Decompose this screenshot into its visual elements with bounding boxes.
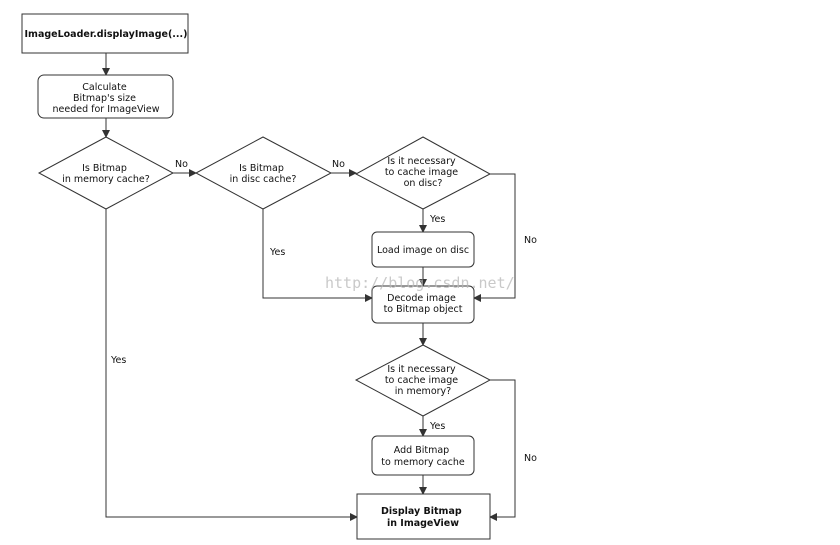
decode-label: Decode image to Bitmap object (384, 293, 463, 315)
cache-disc-no-label: No (524, 235, 537, 246)
cache-disc-yes-label: Yes (429, 214, 445, 225)
edge-cache-memory-no-to-display (489, 379, 516, 521)
in-disc-label: Is Bitmap in disc cache? (230, 163, 297, 185)
in-memory-decision (37, 136, 175, 210)
in-disc-decision (194, 136, 333, 210)
cache-memory-label: Is it necessary to cache image in memory… (385, 364, 461, 397)
edge-memory-yes-to-display (105, 209, 358, 521)
disc-yes-label: Yes (269, 247, 285, 258)
cache-disc-decision (354, 136, 492, 210)
calc-size-label: Calculate Bitmap's size needed for Image… (52, 82, 159, 115)
load-disc-label: Load image on disc (377, 245, 469, 256)
edge-cache-disc-no-to-decode (473, 173, 516, 302)
cache-memory-yes-label: Yes (429, 421, 445, 432)
edge-disc-yes-to-decode (262, 209, 373, 302)
disc-no-label: No (332, 159, 345, 170)
memory-no-label: No (175, 159, 188, 170)
watermark: http://blog.csdn.net/ (325, 274, 515, 292)
edges (102, 53, 516, 521)
add-bitmap-box (371, 435, 475, 476)
nodes (21, 13, 492, 540)
cache-memory-no-label: No (524, 453, 537, 464)
load-disc-box (371, 231, 475, 268)
display-box (356, 493, 491, 540)
decode-box (371, 285, 475, 324)
memory-yes-label: Yes (110, 355, 126, 366)
edge-labels: No No Yes No Yes Yes Yes No (110, 159, 537, 464)
start-box (21, 13, 189, 54)
add-bitmap-label: Add Bitmap to memory cache (381, 445, 465, 468)
cache-memory-decision (354, 344, 492, 417)
cache-disc-label: Is it necessary to cache image on disc? (385, 156, 461, 189)
in-memory-label: Is Bitmap in memory cache? (62, 163, 150, 185)
display-label: Display Bitmap in ImageView (381, 506, 465, 529)
calc-size-box (37, 74, 174, 119)
node-labels: ImageLoader.displayImage(...) Calculate … (25, 29, 470, 529)
start-label: ImageLoader.displayImage(...) (25, 29, 188, 40)
